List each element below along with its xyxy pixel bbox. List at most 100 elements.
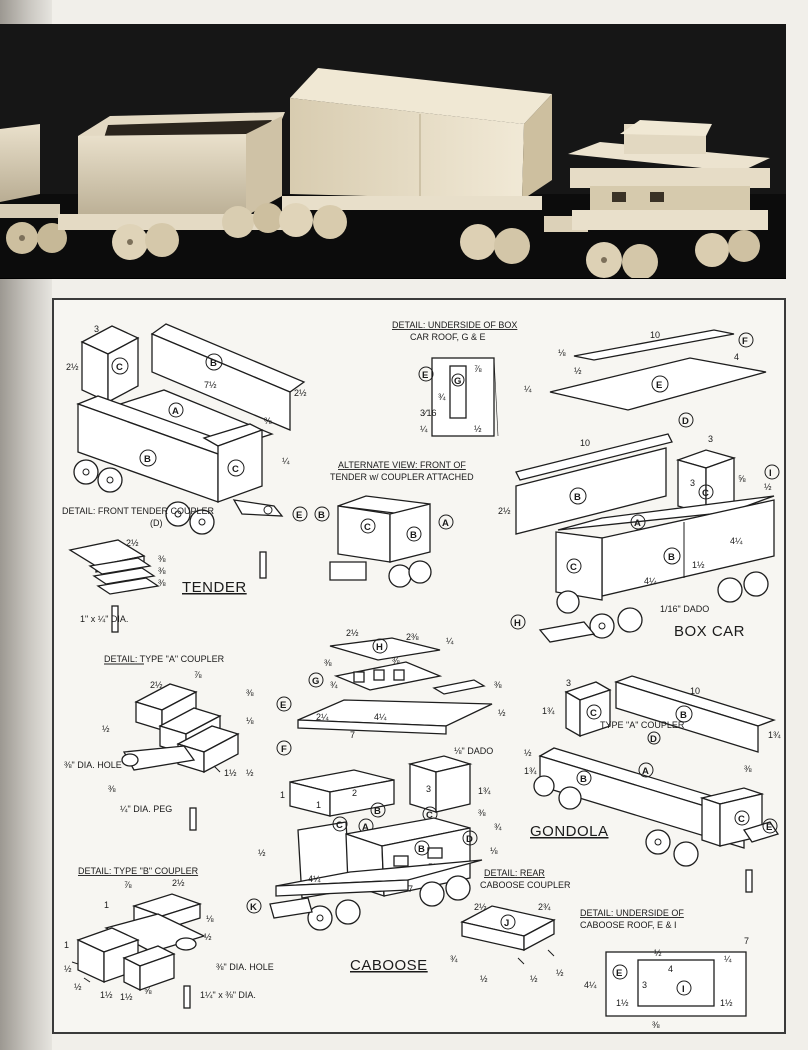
box-car-part-c: C [570,562,577,573]
type-b-title: DETAIL: TYPE "B" COUPLER [78,866,199,876]
tender-dim-4: ⅜ [264,416,272,426]
caboose-part-k: K [250,902,257,913]
tender-dim-3: 2½ [294,388,307,398]
caboose-dado: ⅛" DADO [454,746,493,756]
type-a-dim-0: 2½ [150,680,163,690]
caboose-dim-2: ¼ [446,636,454,646]
box-car-dim-13: ½ [764,482,772,492]
box-car-part-d: D [682,416,689,427]
gondola-dim-6: ⅜ [744,764,752,774]
caboose-roof-dim-7: 1½ [720,998,733,1008]
gondola-coupler-label: TYPE "A" COUPLER [600,720,685,730]
caboose-roof-part-i: I [682,984,685,995]
type-b-coupler-detail: DETAIL: TYPE "B" COUPLER ⅞ 2½ 1 ⅛ ½ 1 ½ … [64,866,274,1009]
gondola-dim-3: ½ [524,748,532,758]
roof-detail-caption-2: CAR ROOF, G & E [410,332,486,342]
caboose-part-h: H [376,642,383,653]
type-a-title: DETAIL: TYPE "A" COUPLER [104,654,225,664]
caboose-dim-14: 1 [316,800,321,810]
gondola-part-c2: C [738,814,745,825]
gondola-part-c: C [590,708,597,719]
caboose-dim-1: 2⅜ [406,632,419,642]
photo-gondola [58,112,298,260]
type-a-dim-3: ⅛ [246,716,254,726]
type-b-dim-0: ⅞ [124,880,132,890]
photo-left-gondola [0,124,67,254]
caboose-dim-4: ¾ [330,680,338,690]
box-car-dim-10: 4¼ [644,576,657,586]
tender-peg-label: 1" x ¼" DIA. [80,614,128,624]
type-a-coupler-detail: DETAIL: TYPE "A" COUPLER 2½ ⅞ ⅜ ⅛ ½ ⅜ 1½… [64,654,254,831]
caboose-dim-22: 7 [408,884,413,894]
roof-detail-caption-1: DETAIL: UNDERSIDE OF BOX [392,320,517,330]
tender-dim-0: 3 [94,324,99,334]
box-car-dim-6: 3 [708,434,713,444]
caboose-dim-13: 2 [352,788,357,798]
tender-part-b-top: B [210,358,217,369]
rear-coupler-caption-1: DETAIL: REAR [484,868,545,878]
box-car-dim-0: 10 [650,330,660,340]
box-car-part-c-end: C [702,488,709,499]
caboose-dim-3: ⅜ [324,658,332,668]
type-b-dim-4: ½ [204,932,212,942]
type-a-dim-1: ⅞ [194,670,202,680]
gondola-part-b2: B [580,774,587,785]
caboose-dim-19: ½ [258,848,266,858]
type-b-dim-1: 2½ [172,878,185,888]
tender-dim-9: ⅜ [158,578,166,588]
caboose-part-a: A [362,822,369,833]
gondola-dim-2: 1¾ [542,706,555,716]
caboose-part-d: D [466,834,473,845]
box-car-drawing: F E D B C I A B C [498,329,780,643]
box-car-dim-5: 10 [580,438,590,448]
type-a-dim-2: ⅜ [246,688,254,698]
rear-coupler-dim-4: ½ [530,974,538,984]
box-car-part-i: I [769,468,772,479]
tender-dim-1: 2½ [66,362,79,372]
caboose-part-b: B [374,806,381,817]
caboose-dim-0: 2½ [346,628,359,638]
caboose-part-c2: C [336,820,343,831]
box-car-dim-12: ⅝ [738,474,746,484]
type-b-peg: 1¼" x ⅜" DIA. [200,990,256,1000]
caboose-roof-dim-1: ½ [654,948,662,958]
alt-view-caption-2: TENDER w/ COUPLER ATTACHED [330,472,474,482]
caboose-roof-caption-1: DETAIL: UNDERSIDE OF [580,908,684,918]
box-car-dim-7: 3 [690,478,695,488]
type-b-dim-8: 1½ [120,992,133,1002]
box-car-dim-9: 4¼ [730,536,743,546]
caboose-roof-dim-4: 4¼ [584,980,597,990]
caboose-dim-23: ⅛ [490,846,498,856]
caboose-roof-dim-2: ¼ [724,954,732,964]
tender-part-b-side: B [144,454,151,465]
tender-dim-7: ⅜ [158,554,166,564]
caboose-part-b2: B [418,844,425,855]
box-car-part-h: H [514,618,521,629]
gondola-dim-5: 1¾ [524,766,537,776]
type-b-dim-7: 1½ [100,990,113,1000]
type-a-dim-6: 1½ [224,768,237,778]
caboose-drawing: H 2½ 2⅜ ¼ G ⅜ ¾ ⅜ ⅜ E F 2¼ 4¼ 7 ½ ⅛" DAD… [246,628,506,974]
roof-dim-2: 3⁄16 [420,408,437,418]
caboose-dim-7: 2¼ [316,712,329,722]
rear-caboose-coupler-detail: DETAIL: REAR CABOOSE COUPLER J 2½ 2¾ ¾ ½… [450,868,571,984]
caboose-dim-5: ⅜ [392,656,400,666]
tender-dim-5: ¼ [282,456,290,466]
caboose-part-f: F [281,744,287,755]
box-car-part-f: F [742,336,748,347]
box-car-dim-11: 1½ [692,560,705,570]
box-car-part-a: A [634,518,641,529]
caboose-roof-dim-8: ⅜ [652,1020,660,1030]
gondola-drawing: C B 3 10 1¾ 1¾ TYPE "A" COUPLER D B A C … [524,675,781,893]
type-a-hole: ⅜" DIA. HOLE [64,760,122,770]
type-a-peg: ¼" DIA. PEG [120,804,172,814]
caboose-dim-10: ½ [498,708,506,718]
gondola-dim-0: 3 [566,678,571,688]
caboose-title: CABOOSE [350,957,428,974]
gondola-dim-1: 10 [690,686,700,696]
tender-dim-6: 2½ [126,538,139,548]
tender-part-e: E [296,510,302,521]
roof-dim-0: ⅞ [474,364,482,374]
caboose-roof-dim-0: 7 [744,936,749,946]
rear-coupler-dim-1: 2¾ [538,902,551,912]
